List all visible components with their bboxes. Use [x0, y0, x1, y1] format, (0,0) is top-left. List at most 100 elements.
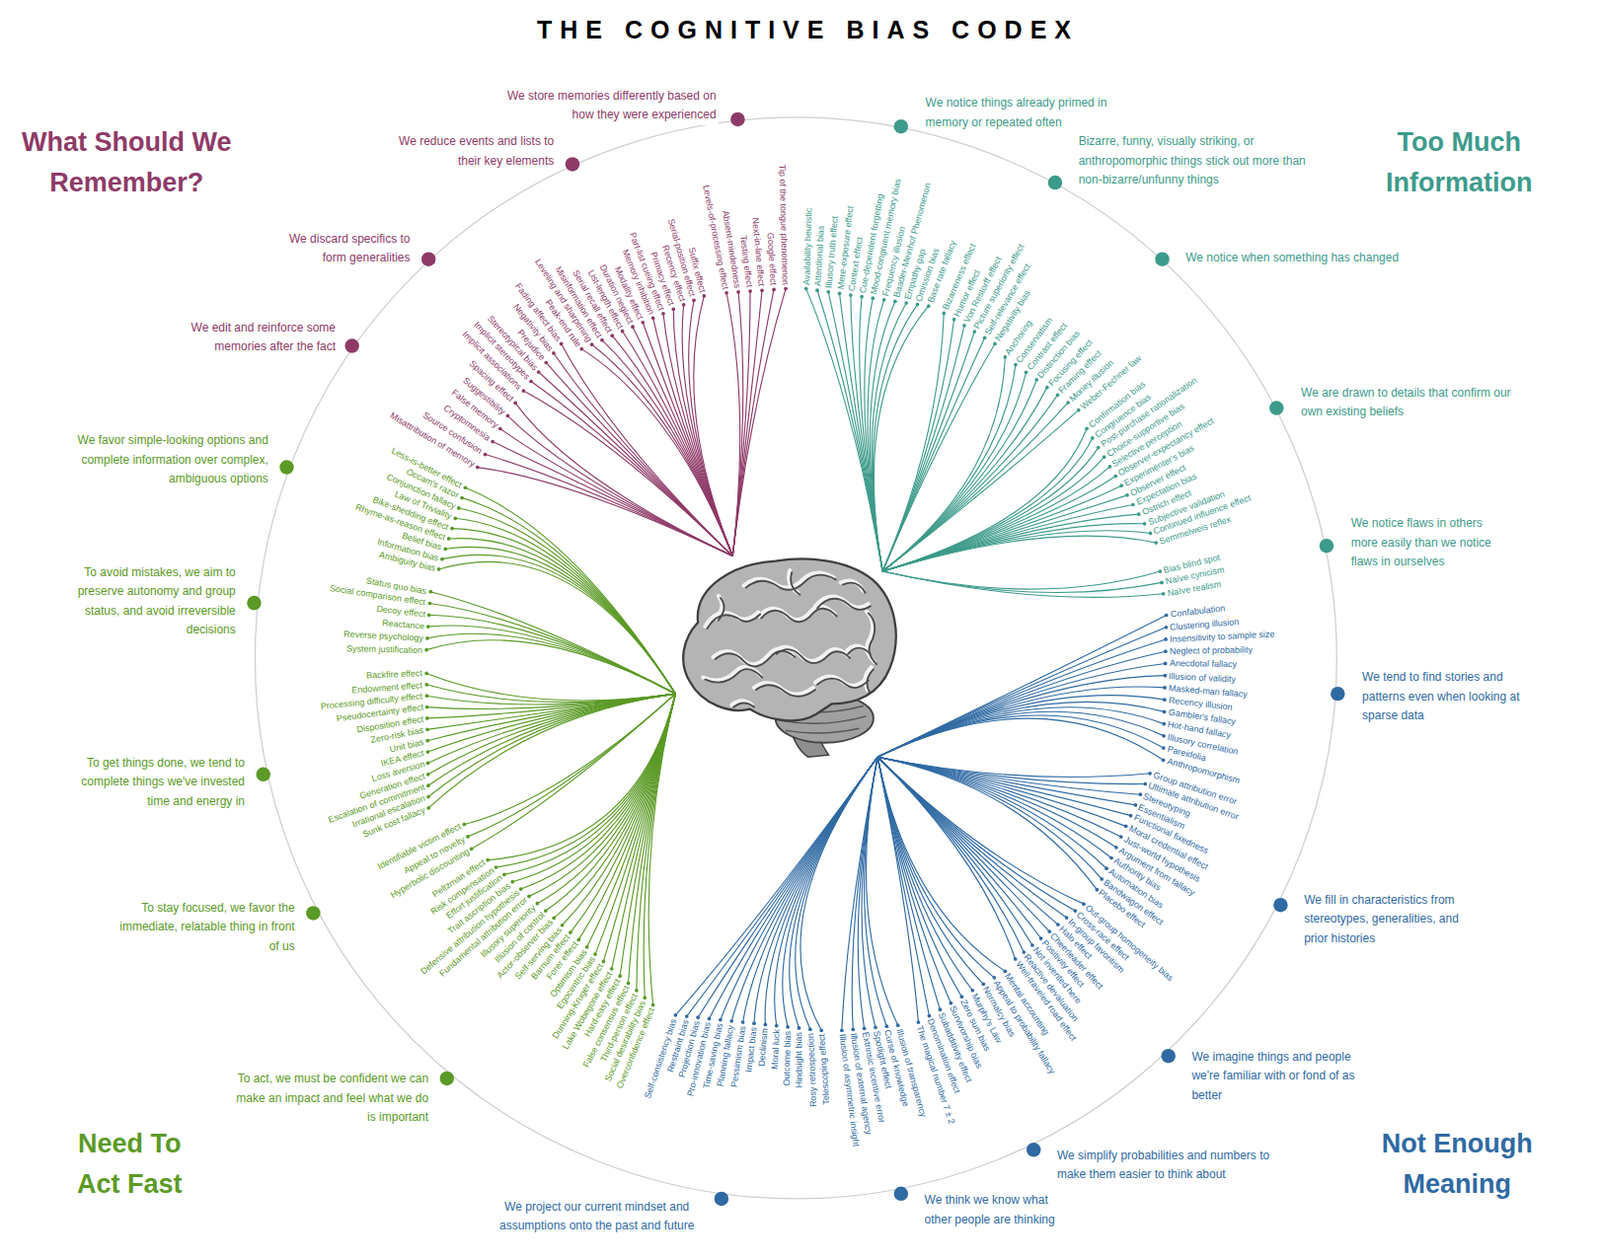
branch-line [850, 295, 883, 572]
leaf-dot [826, 290, 831, 295]
leaf-dot [926, 304, 931, 308]
bias-label: Outcome bias [781, 1030, 793, 1086]
branch-line [877, 639, 1166, 758]
bias-label: Illusion of validity [1168, 671, 1236, 685]
branch-line [428, 693, 676, 809]
quadrant-heading: Need To Act Fast [58, 1124, 202, 1206]
leaf-dot [674, 1013, 679, 1018]
leaf-dot [1134, 803, 1139, 808]
leaf-dot [519, 887, 524, 892]
leaf-dot [682, 303, 686, 307]
leaf-dot [437, 567, 442, 572]
branch-line [648, 693, 676, 1005]
branch-line [877, 651, 1166, 758]
branch-line [882, 514, 1139, 572]
branch-line [877, 757, 984, 985]
branch-line [477, 467, 733, 557]
branch-line [427, 693, 677, 719]
leaf-dot [617, 974, 622, 979]
leaf-dot [634, 989, 639, 993]
branch-line [693, 296, 734, 557]
leaf-dot [462, 823, 467, 828]
leaf-dot [736, 290, 741, 295]
branch-line [806, 289, 884, 572]
leaf-dot [1047, 929, 1052, 934]
leaf-dot [707, 1017, 712, 1022]
category-dot [1154, 251, 1169, 266]
branch-line [859, 297, 884, 572]
bias-label: Insensitivity to sample size [1169, 628, 1276, 644]
branch-line [882, 571, 1163, 598]
leaf-dot [568, 930, 573, 935]
leaf-dot [502, 872, 507, 877]
branch-line [877, 757, 994, 979]
leaf-dot [1084, 426, 1089, 431]
leaf-dot [483, 453, 488, 458]
category-label: We notice things already primed in memor… [923, 93, 1138, 133]
branch-line [464, 487, 676, 694]
leaf-dot [915, 303, 920, 307]
leaf-dot [426, 772, 431, 777]
leaf-dot [602, 960, 607, 965]
category-label: We fill in characteristics from stereoty… [1301, 891, 1482, 950]
leaf-dot [457, 506, 461, 511]
branch-line [877, 707, 1164, 758]
category-label: Bizarre, funny, visually striking, or an… [1076, 132, 1314, 191]
branch-line [877, 715, 1164, 758]
leaf-dot [626, 982, 631, 987]
branch-line [877, 695, 1165, 759]
leaf-dot [590, 342, 595, 347]
leaf-dot [785, 1025, 790, 1030]
leaf-dot [536, 370, 541, 375]
bias-label: Confabulation [1169, 604, 1225, 620]
leaf-dot [873, 1025, 878, 1030]
category-dot [1269, 400, 1284, 415]
leaf-dot [1114, 845, 1119, 850]
leaf-dot [425, 636, 430, 641]
category-label: We simplify probabilities and numbers to… [1055, 1146, 1289, 1186]
leaf-dot [695, 1015, 700, 1020]
leaf-dot [630, 324, 635, 329]
branch-line [877, 757, 918, 1023]
leaf-dot [1161, 592, 1166, 597]
leaf-dot [1066, 400, 1070, 405]
leaf-dot [1163, 649, 1168, 654]
leaf-dot [1094, 888, 1099, 893]
category-label: To get things done, we tend to complete … [74, 754, 247, 813]
leaf-dot [425, 750, 430, 755]
leaf-dot [1164, 613, 1169, 618]
branch-line [877, 757, 1067, 918]
category-label: We imagine things and people we're famil… [1189, 1048, 1375, 1107]
category-dot [894, 119, 909, 134]
branch-line [445, 546, 676, 694]
branch-line [452, 529, 676, 695]
leaf-dot [752, 1021, 757, 1026]
leaf-dot [640, 320, 645, 325]
leaf-dot [1013, 363, 1018, 368]
category-label: To avoid mistakes, we aim to preserve au… [52, 563, 238, 641]
leaf-dot [475, 465, 480, 470]
gyri-groove [704, 572, 877, 707]
branch-line [595, 693, 676, 955]
quadrant-heading: Too Much Information [1360, 122, 1560, 204]
leaf-dot [952, 317, 957, 322]
category-dot [421, 251, 436, 266]
branch-line [429, 604, 676, 695]
bias-label: Anecdotal fallacy [1169, 658, 1237, 670]
cerebrum [683, 559, 897, 722]
leaf-dot [1147, 771, 1152, 776]
category-label: We tend to find stories and patterns eve… [1360, 668, 1532, 727]
leaf-dot [560, 923, 565, 928]
branch-line [877, 757, 1075, 912]
branch-line [882, 319, 954, 572]
leaf-dot [815, 288, 820, 293]
leaf-dot [1148, 532, 1153, 536]
category-label: We favor simple-looking options and comp… [70, 431, 270, 490]
leaf-dot [425, 693, 430, 698]
leaf-dot [774, 1024, 779, 1029]
branch-line [877, 718, 1163, 761]
branch-line [882, 571, 1162, 593]
leaf-dot [685, 1014, 689, 1019]
leaf-dot [425, 716, 430, 721]
category-dot [440, 1071, 455, 1086]
